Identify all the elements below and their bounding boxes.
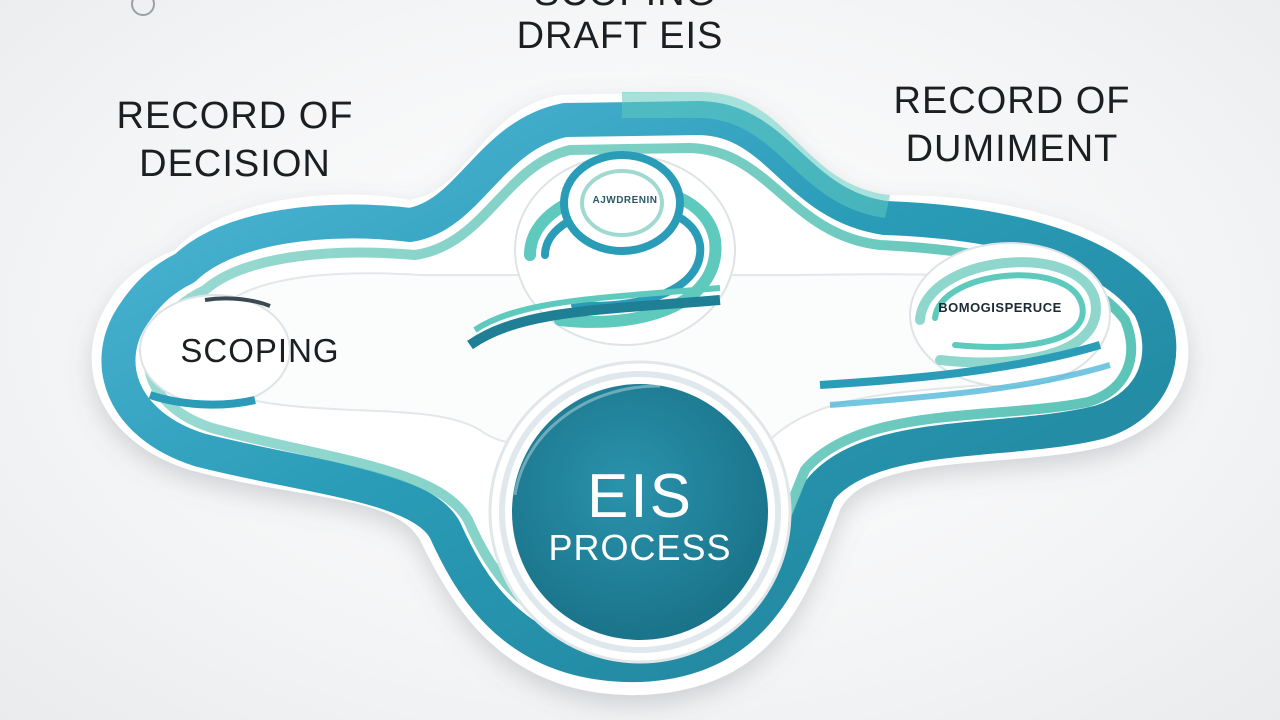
eis-title: EIS	[587, 462, 693, 531]
record-document-node	[819, 242, 1111, 408]
eis-process-center	[488, 360, 792, 664]
record-of-decision-line2: DECISION	[139, 143, 331, 185]
draft-eis-node	[467, 151, 736, 350]
scoping-label: SCOPING	[180, 332, 340, 369]
corner-circle-icon	[131, 0, 155, 16]
top-cut-label: SCOPING	[510, 0, 740, 16]
record-of-document-label: RECORD OF DUMIMENT	[872, 77, 1152, 173]
inner-top-label: AJWDRENIN	[592, 195, 658, 206]
record-of-document-line1: RECORD OF	[893, 80, 1131, 122]
process-subtitle: PROCESS	[548, 527, 732, 568]
record-of-decision-label: RECORD OF DECISION	[95, 92, 375, 188]
inner-right-label: BOMOGISPERUCE	[938, 300, 1062, 315]
record-of-decision-line1: RECORD OF	[116, 95, 354, 137]
scoping-node	[139, 294, 291, 409]
track-highlight	[622, 92, 890, 218]
inner-stripe	[143, 143, 1137, 644]
record-of-document-line2: DUMIMENT	[905, 128, 1119, 170]
draft-eis-label: DRAFT EIS	[516, 15, 724, 57]
outer-track	[101, 101, 1177, 683]
